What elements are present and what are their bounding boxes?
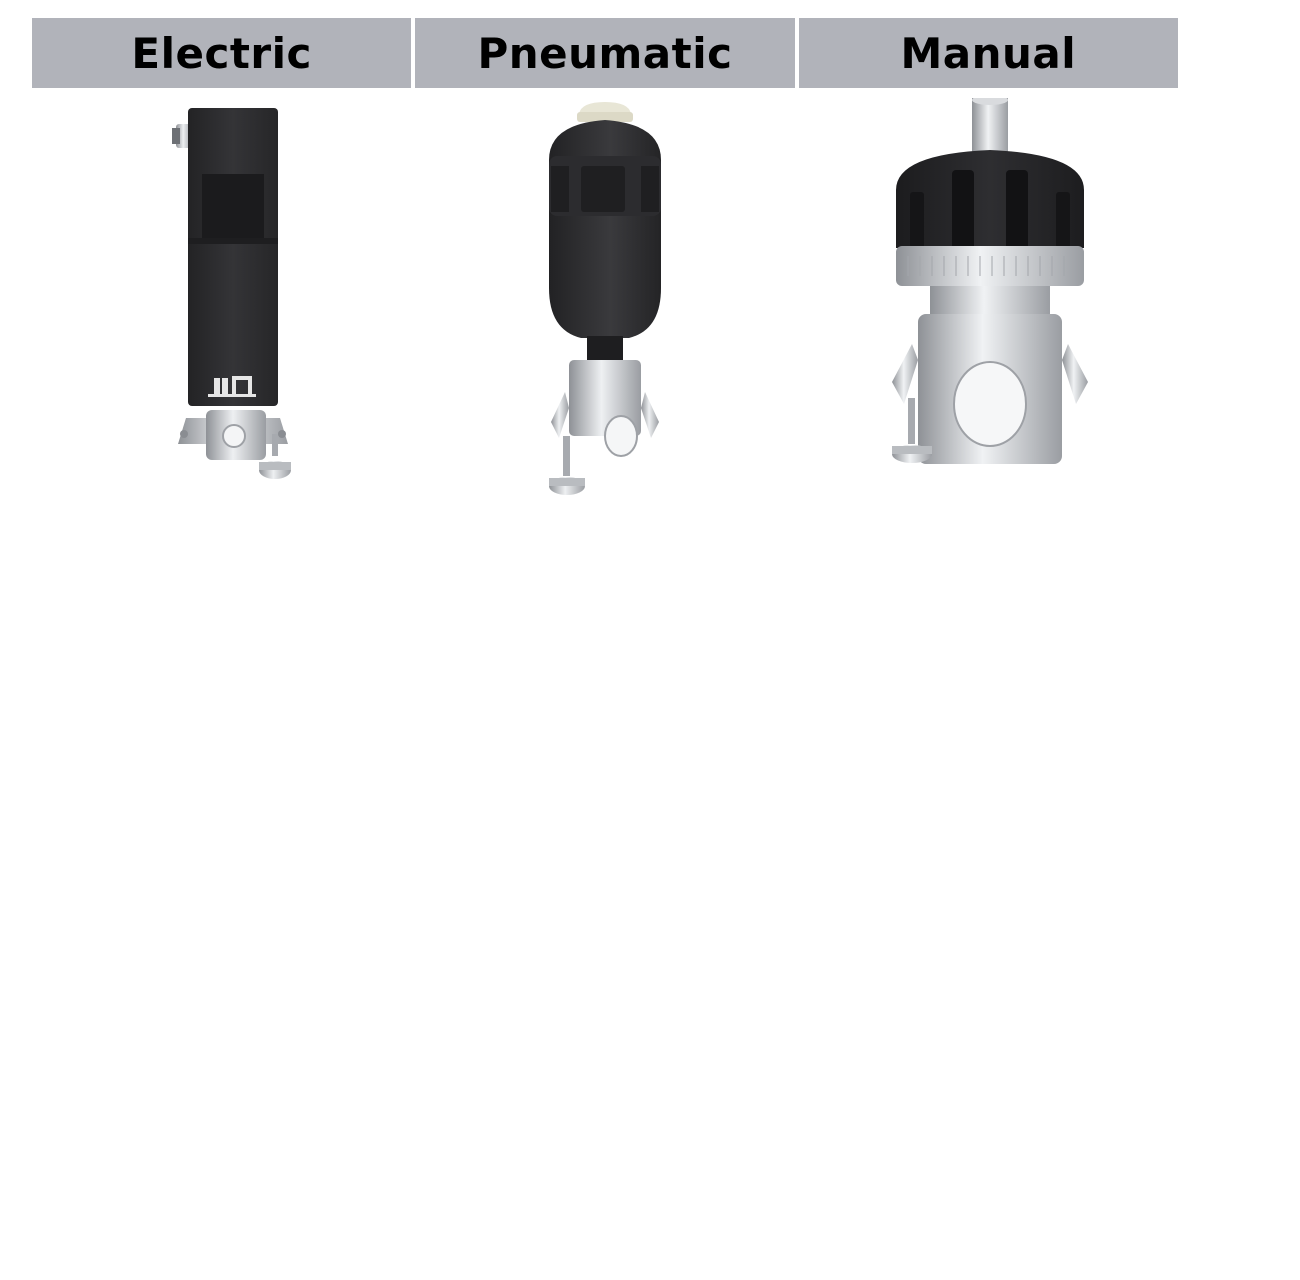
column-header-electric: Electric bbox=[32, 18, 412, 88]
cell-pneumatic bbox=[415, 92, 794, 512]
column-header-manual: Manual bbox=[798, 18, 1178, 88]
pneumatic-valve-image bbox=[548, 102, 661, 495]
cell-manual bbox=[799, 92, 1178, 512]
electric-valve-image bbox=[171, 108, 291, 479]
image-row bbox=[32, 92, 1178, 512]
valve-actuator-comparison-table: Electric Pneumatic Manual bbox=[28, 14, 1182, 516]
header-row: Electric Pneumatic Manual bbox=[32, 18, 1178, 88]
manual-valve-image bbox=[892, 98, 1089, 464]
cell-electric bbox=[32, 92, 411, 512]
column-header-pneumatic: Pneumatic bbox=[415, 18, 795, 88]
